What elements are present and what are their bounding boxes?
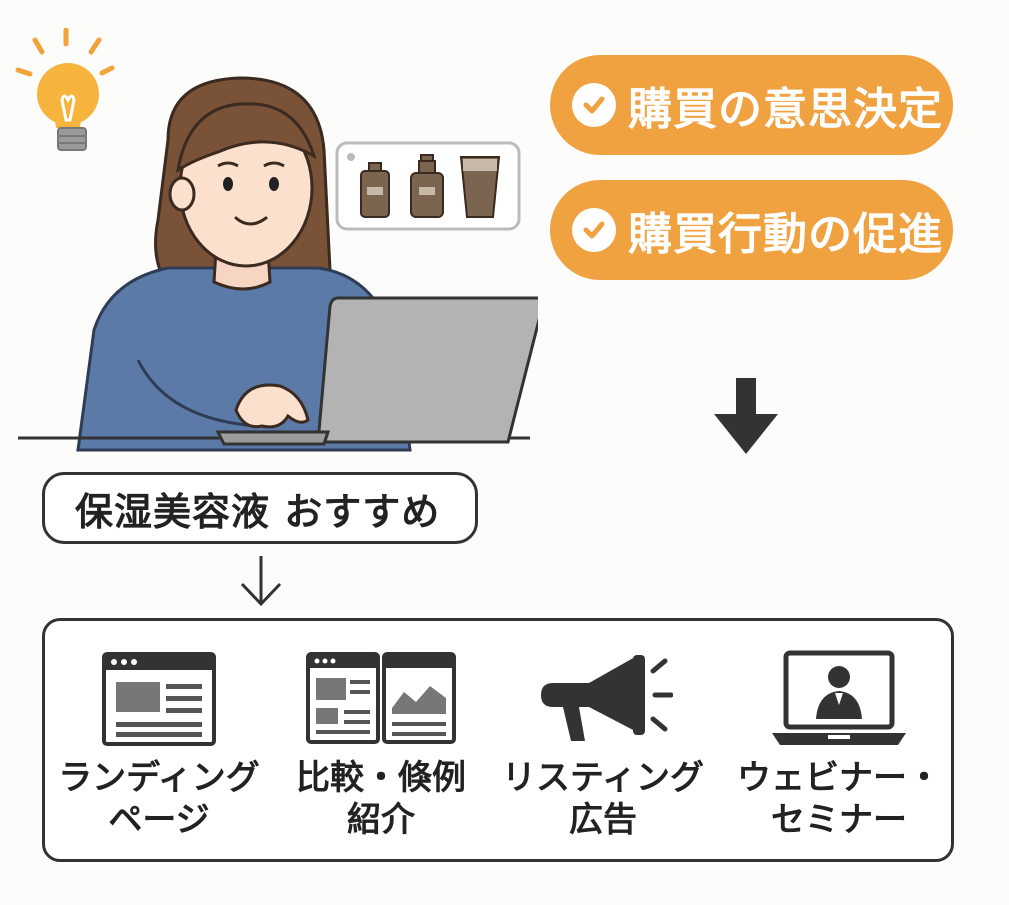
goal-pill-action: 購買行動の促進 [550,180,953,280]
webinar-laptop-icon [772,650,906,745]
method-listing-ads: リスティング 広告 [489,621,717,859]
comparison-windows-icon [306,652,456,744]
megaphone-icon [541,655,673,741]
search-query-box: 保湿美容液 おすすめ [42,472,478,544]
method-comparison: 比較・倏例 紹介 [267,621,495,859]
method-landing-page: ランディング ページ [45,621,273,859]
check-icon [572,208,616,252]
down-arrow-icon [714,378,778,454]
search-query-text: 保湿美容液 おすすめ [75,489,441,534]
goal-pill-decision: 購買の意思決定 [550,55,953,155]
tube-icon [459,156,501,218]
lightbulb-icon [15,28,115,151]
method-label: リスティング 広告 [502,758,704,840]
check-icon [572,83,616,127]
goal-label: 購買行動の促進 [628,209,943,260]
method-webinar: ウェビナー・ セミナー [725,621,953,859]
method-label: ウェビナー・ セミナー [737,758,941,840]
product-bottles-panel [335,141,521,231]
method-label: 比較・倏例 紹介 [296,758,466,840]
landing-page-icon [102,652,216,746]
thin-down-arrow-icon [240,556,282,607]
woman-laptop-illustration [18,76,538,452]
methods-panel: ランディング ページ 比較・倏例 紹介 [42,618,954,862]
goal-label: 購買の意思決定 [628,84,943,135]
method-label: ランディング ページ [58,758,260,840]
hand [234,383,310,429]
laptop [316,296,538,444]
